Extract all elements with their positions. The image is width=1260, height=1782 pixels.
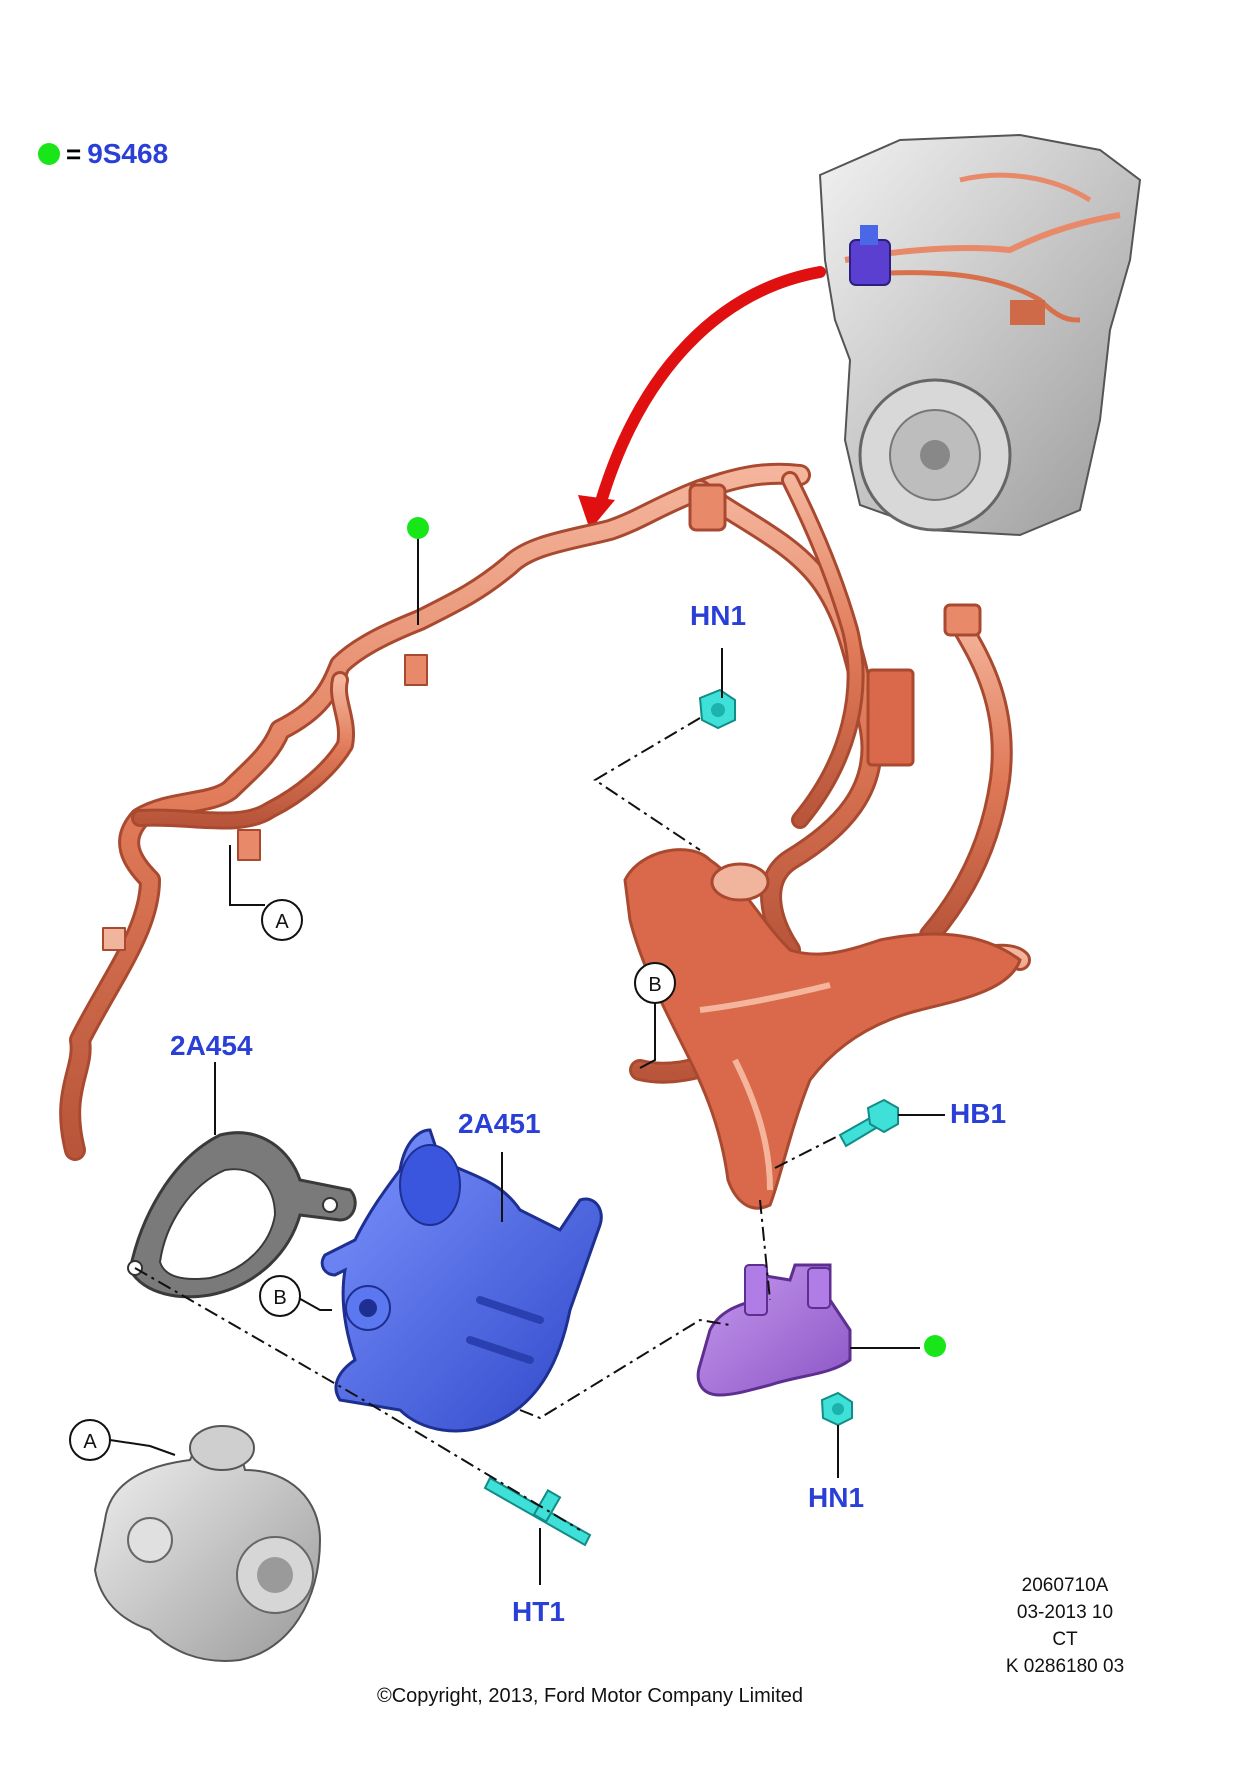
illustration-number: 2060710A	[1021, 1575, 1109, 1596]
ref-circle-a-top: A	[261, 899, 303, 941]
svg-text:B: B	[273, 1287, 286, 1309]
region-code: CT	[1052, 1629, 1078, 1650]
callout-hn1-top[interactable]: HN1	[690, 600, 747, 631]
callout-hb1[interactable]: HB1	[950, 1098, 1007, 1129]
legend: = 9S468	[38, 138, 168, 170]
callout-arrow	[578, 266, 826, 530]
ref-circle-b-top: B	[634, 962, 676, 1004]
engine-overview-image	[818, 133, 1142, 537]
ref-circle-a-bottom: A	[69, 1419, 111, 1461]
callout-2a454[interactable]: 2A454	[170, 1030, 253, 1061]
callout-hn1-bottom[interactable]: HN1	[808, 1482, 865, 1513]
vacuum-pipe-harness	[59, 462, 1031, 1161]
nut-hn1-top	[698, 688, 736, 730]
turbocharger-image	[93, 1425, 322, 1662]
legend-part-code[interactable]: 9S468	[87, 138, 169, 169]
green-dot-marker	[407, 517, 429, 539]
vacuum-pump-2a451	[320, 1128, 603, 1433]
catalog-code: K 0286180 03	[1005, 1656, 1125, 1677]
pipe-bracket	[623, 848, 1022, 1210]
ref-circle-b-pump: B	[259, 1275, 301, 1317]
legend-equals: =	[66, 138, 82, 169]
callout-2a451[interactable]: 2A451	[458, 1108, 541, 1139]
date-code: 03-2013 10	[1016, 1602, 1114, 1623]
copyright-notice: ©Copyright, 2013, Ford Motor Company Lim…	[376, 1685, 804, 1707]
green-dot-icon	[38, 143, 60, 165]
gasket-2a454	[127, 1131, 357, 1299]
vacuum-solenoid	[696, 1263, 852, 1397]
svg-text:B: B	[648, 974, 661, 996]
bolt-hb1	[838, 1098, 899, 1148]
svg-text:A: A	[275, 911, 289, 933]
stud-ht1	[483, 1476, 592, 1547]
leader-lines	[109, 537, 945, 1585]
svg-text:A: A	[83, 1431, 97, 1453]
illustration-info: 2060710A 03-2013 10 CT K 0286180 03	[990, 1572, 1140, 1680]
alignment-lines	[134, 717, 841, 1531]
callout-ht1[interactable]: HT1	[512, 1596, 565, 1627]
nut-hn1-bottom	[820, 1391, 853, 1427]
green-dot-marker	[924, 1335, 946, 1357]
